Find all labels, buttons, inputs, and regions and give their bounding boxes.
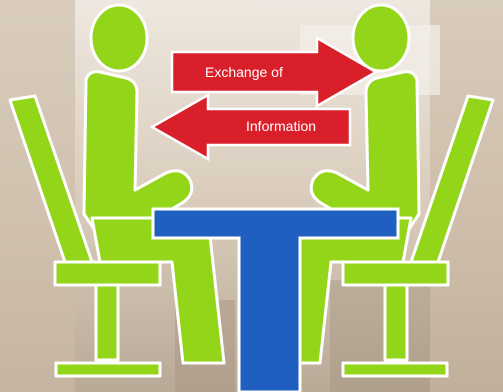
- table-icon: [151, 207, 400, 392]
- arrow-left-icon: [149, 92, 352, 162]
- chair-left-icon: [8, 94, 162, 378]
- chair-right-icon: [341, 94, 495, 378]
- arrow-label-information: Information: [246, 118, 317, 134]
- arrow-right-icon: [170, 35, 379, 109]
- arrow-label-exchange: Exchange of: [205, 64, 283, 80]
